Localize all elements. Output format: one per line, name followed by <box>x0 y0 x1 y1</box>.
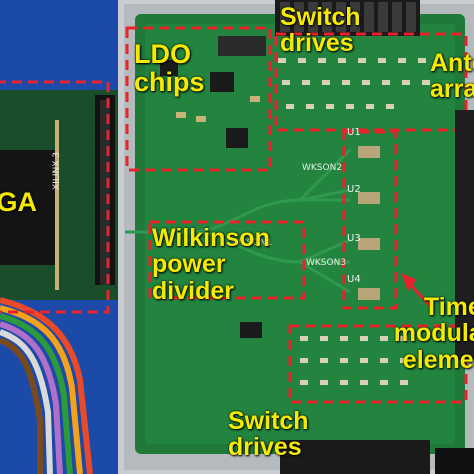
top-switch-parts <box>278 58 430 109</box>
antenna-array-label: Antenna array <box>430 49 474 104</box>
bottom-switch-parts <box>300 336 408 385</box>
bottom-switch-box <box>288 324 468 404</box>
wkson3-silkscreen: WKSON3 <box>306 258 347 268</box>
tm-elements-box <box>342 130 398 310</box>
antenna-connectors <box>455 110 474 360</box>
u4-label: U4 <box>347 274 361 285</box>
u3-label: U3 <box>347 233 361 244</box>
annotation-boxes <box>0 26 468 404</box>
wilkinson-traces <box>125 148 352 294</box>
bottom-header-pins <box>280 440 474 474</box>
time-modulated-label: Time-modulated elements <box>393 293 474 374</box>
ldo-components <box>160 36 266 148</box>
u1-label: U1 <box>347 127 361 138</box>
wilkinson-label: Wilkinson power divider <box>152 224 270 305</box>
wilkinson-box <box>148 220 306 300</box>
arrow <box>401 273 434 310</box>
bottom-ic <box>240 322 262 338</box>
fpga-label: FPGA <box>0 187 38 217</box>
switch-drives-top-label: Switch drives <box>280 3 361 58</box>
wkson2-silkscreen: WKSON2 <box>302 163 343 173</box>
u2-label: U2 <box>347 184 361 195</box>
wkson1-silkscreen: WKSON1 <box>232 238 273 248</box>
fpga-box <box>0 80 110 314</box>
tm-switch-chips <box>358 146 380 300</box>
fpga-chip <box>0 150 55 265</box>
ldo-label: LDO chips <box>134 39 205 98</box>
xilinx-silkscreen: XILINX 3 <box>52 152 62 190</box>
ldo-box <box>125 26 272 172</box>
switch-drives-bottom-label: Switch drives <box>228 407 309 462</box>
top-header-pins <box>275 0 420 36</box>
